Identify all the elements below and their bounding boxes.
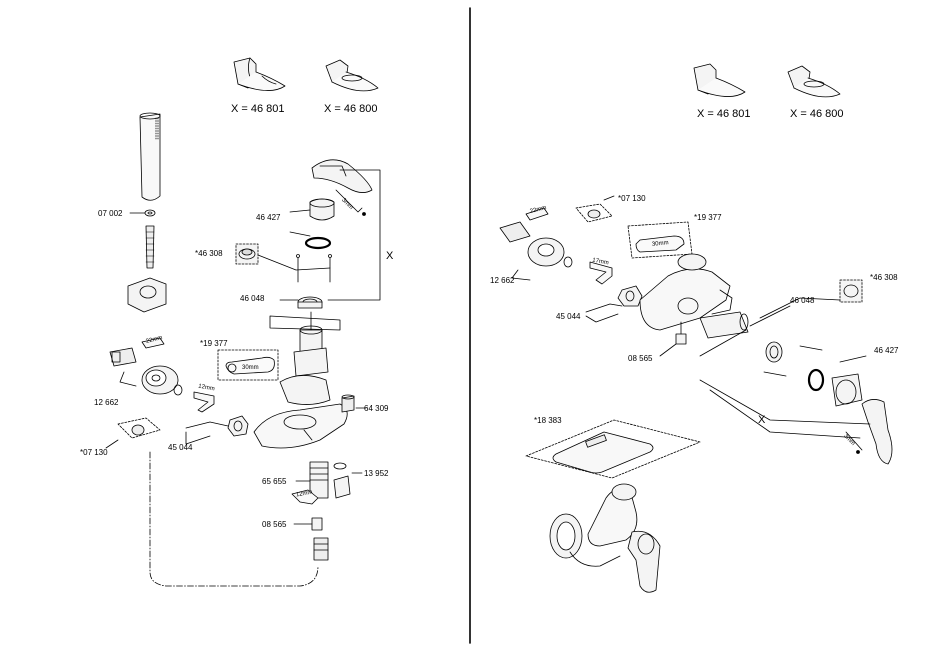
left-part-07130-label: *07 130 [80, 448, 108, 457]
part-07130-icon [118, 418, 160, 438]
left-part-46308-label: *46 308 [195, 249, 223, 258]
right-variant-46800-label: X = 46 800 [790, 108, 844, 120]
shower-washer-icon [145, 210, 155, 216]
mixing-part-46308-icon [236, 244, 258, 264]
hand-shower-icon [140, 113, 160, 200]
o-ring-icon [306, 238, 330, 248]
left-part-46427-label: 46 427 [256, 213, 280, 222]
mixing-part-46308-icon-right [840, 280, 862, 302]
diverter-65655-icon [310, 462, 328, 498]
left-variant-46800-label: X = 46 800 [324, 103, 378, 115]
connecting-nut-45044-icon-right [618, 286, 642, 306]
gasket-icon [174, 385, 182, 395]
left-part-08565-label: 08 565 [262, 520, 286, 529]
left-variant-46801-label: X = 46 801 [231, 103, 285, 115]
o-ring-icon-right [809, 370, 823, 390]
retaining-nut-46048-icon [298, 297, 322, 308]
rosette-12662-icon-right [528, 238, 564, 266]
hose-adapter-icon [314, 538, 328, 560]
handle-cover-cap-icon-right [832, 374, 862, 406]
left-part-19377-label: *19 377 [200, 339, 228, 348]
handle-variant-46801-icon-right [694, 64, 745, 97]
right-part-46427-label: 46 427 [874, 346, 898, 355]
lever-handle-icon [312, 160, 372, 193]
left-part-45044-label: 45 044 [168, 443, 192, 452]
check-valve-08565-icon-right [676, 322, 686, 344]
left-part-07002-label: 07 002 [98, 209, 122, 218]
right-part-07130-label: *07 130 [618, 194, 646, 203]
right-part-08565-label: 08 565 [628, 354, 652, 363]
right-part-19377-label: *19 377 [694, 213, 722, 222]
right-part-18383-label: *18 383 [534, 416, 562, 425]
cartridge-icon-right [700, 312, 748, 338]
left-part-46048-label: 46 048 [240, 294, 264, 303]
retaining-nut-46048-icon-right [766, 342, 782, 362]
right-tool-30mm-label: 30mm [652, 239, 670, 250]
shower-holder-icon [128, 278, 166, 312]
right-part-46308-label: *46 308 [870, 273, 898, 282]
handle-cover-cap-icon [310, 199, 334, 220]
aerator-13952-icon [334, 463, 350, 498]
handle-variant-46800-icon-right [788, 66, 840, 97]
right-part-12662-label: 12 662 [490, 276, 514, 285]
part-07130-icon-right [576, 204, 612, 222]
left-part-64309-label: 64 309 [364, 404, 388, 413]
check-valve-08565-icon [312, 518, 322, 530]
right-part-45044-label: 45 044 [556, 312, 580, 321]
left-tool-30mm-label: 30mm [242, 364, 259, 373]
handle-variant-46801-icon [234, 58, 285, 91]
left-part-12662-label: 12 662 [94, 398, 118, 407]
left-part-13952-label: 13 952 [364, 469, 388, 478]
hex-key-12mm-icon [194, 392, 214, 412]
assembled-shower-mixer-icon [550, 484, 660, 592]
lever-handle-icon-right [862, 399, 892, 464]
hose-path-dashed [150, 452, 318, 586]
handle-variant-46800-icon [326, 60, 378, 91]
left-x-label: X [386, 250, 393, 262]
cap-64309-icon [342, 395, 354, 412]
right-variant-46801-label: X = 46 801 [697, 108, 751, 120]
left-part-65655-label: 65 655 [262, 477, 286, 486]
connecting-nut-45044-icon [228, 416, 248, 436]
shelf-tray-18383-icon [526, 420, 700, 478]
right-part-46048-label: 46 048 [790, 296, 814, 305]
gasket-icon-right [564, 257, 572, 267]
right-x-label: X [758, 414, 765, 426]
shower-hose-icon [146, 226, 154, 268]
leader-12662 [120, 372, 136, 386]
rosette-12662-icon [142, 366, 178, 394]
